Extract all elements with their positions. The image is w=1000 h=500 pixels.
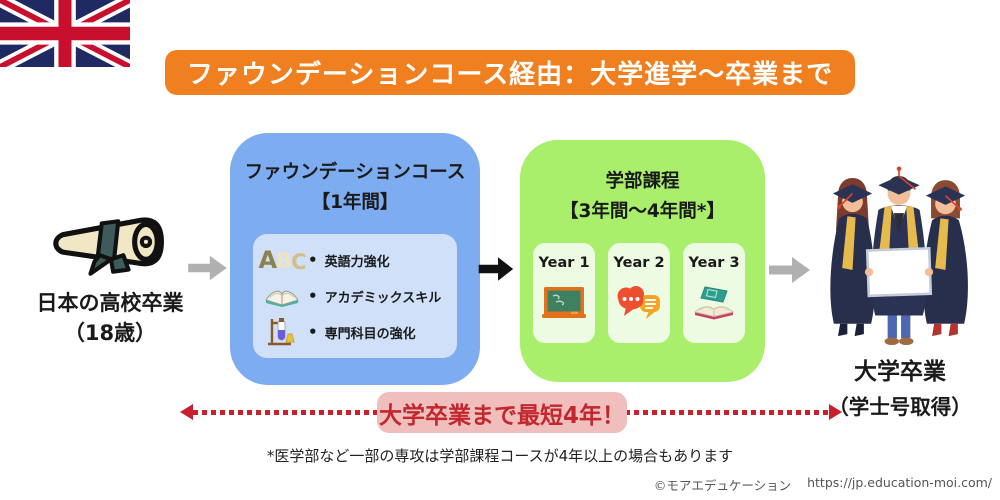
arrow-right-gray-icon (186, 252, 228, 284)
graduates-illustration (806, 158, 992, 350)
speech-bubbles-icon (617, 286, 660, 319)
start-label-line2: （18歳） (63, 321, 157, 346)
start-node: 日本の高校卒業 （18歳） (22, 210, 198, 349)
list-item-label: 英語力強化 (324, 254, 390, 270)
chalkboard-icon (542, 287, 586, 318)
list-item-label: アカデミックスキル (324, 290, 442, 306)
arrow-right-head-icon (829, 404, 842, 420)
bullet: • (308, 323, 318, 341)
foundation-title-line1: ファウンデーションコース (244, 162, 466, 183)
degree-title-line1: 学部課程 (605, 171, 680, 192)
year-card-label: Year 3 (688, 255, 740, 271)
end-label-line2: （学士号取得） (828, 395, 972, 419)
title-banner: ファウンデーションコース経由：大学進学〜卒業まで (165, 50, 855, 95)
end-node: 大学卒業 （学士号取得） (810, 352, 990, 420)
start-label-line1: 日本の高校卒業 (36, 291, 184, 315)
timeline-badge-text: 大学卒業まで最短4年！ (378, 402, 625, 429)
year-card-label: Year 2 (613, 255, 665, 271)
list-item-english: A B C • 英語力強化 (258, 244, 449, 276)
books-icon (693, 286, 735, 320)
list-item-label: 専門科目の強化 (324, 326, 416, 342)
abc-letters-icon: A B C (258, 246, 307, 274)
footer-credit: ©モアエデュケーション https://jp.education-moi.com… (654, 475, 992, 494)
chemistry-set-icon (263, 316, 301, 348)
footnote: *医学部など一部の専攻は学部課程コースが4年以上の場合もあります (266, 447, 734, 465)
end-label-line1: 大学卒業 (854, 359, 946, 385)
diploma-icon (53, 217, 164, 276)
degree-program-box: 学部課程 【3年間〜4年間*】 Year 1 Year 2 (520, 140, 765, 382)
year-card-3: Year 3 (683, 243, 745, 343)
arrow-left-head-icon (180, 404, 193, 420)
degree-title-line2: 【3年間〜4年間*】 (560, 200, 725, 222)
bullet: • (308, 251, 318, 269)
copyright-text: ©モアエデュケーション (653, 478, 792, 493)
timeline-badge: 大学卒業まで最短4年！ (377, 392, 627, 433)
arrow-right-gray-icon (767, 253, 811, 287)
year-cards-row: Year 1 Year 2 (533, 243, 752, 343)
open-book-icon (263, 280, 301, 312)
list-item-academic: • アカデミックスキル (263, 280, 449, 312)
title-banner-text: ファウンデーションコース経由：大学進学〜卒業まで (186, 60, 834, 90)
year-card-label: Year 1 (538, 255, 590, 271)
arrow-right-black-icon (477, 251, 514, 287)
uk-flag-icon (0, 0, 130, 67)
site-url: https://jp.education-moi.com/ (807, 475, 992, 490)
foundation-course-box: ファウンデーションコース 【1年間】 A B C • 英語力強化 (230, 133, 480, 385)
foundation-title-line2: 【1年間】 (311, 191, 399, 213)
year-card-2: Year 2 (608, 243, 670, 343)
bullet: • (308, 287, 318, 305)
year-card-1: Year 1 (533, 243, 595, 343)
list-item-subject: • 専門科目の強化 (263, 316, 449, 348)
foundation-items-panel: A B C • 英語力強化 • アカデミックスキル (253, 234, 457, 358)
